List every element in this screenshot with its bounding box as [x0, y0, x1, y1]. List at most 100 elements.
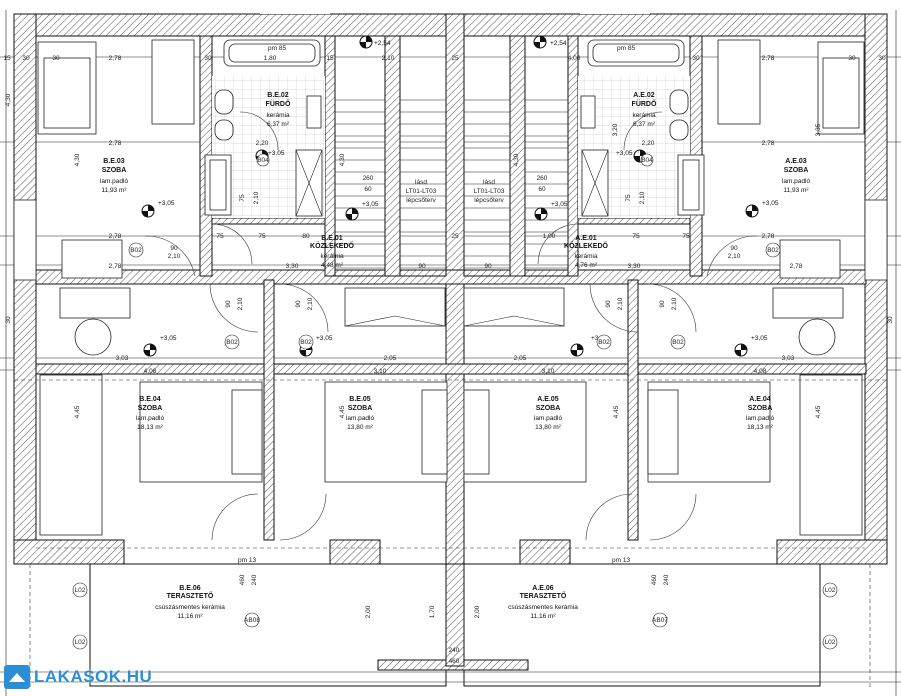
svg-text:4,45: 4,45 — [339, 405, 346, 418]
svg-text:+2,54: +2,54 — [374, 40, 391, 47]
svg-text:A.E.01: A.E.01 — [575, 235, 597, 242]
svg-text:SZOBA: SZOBA — [102, 167, 127, 174]
staircases — [334, 35, 569, 277]
svg-text:+3,05: +3,05 — [362, 201, 379, 208]
bottom-room-furniture — [39, 374, 863, 536]
svg-text:AB08: AB08 — [244, 617, 260, 624]
svg-text:B.E.05: B.E.05 — [349, 396, 371, 403]
svg-text:15: 15 — [326, 55, 334, 62]
svg-text:1,70: 1,70 — [429, 605, 436, 618]
svg-text:90: 90 — [605, 300, 612, 308]
svg-text:11,16 m²: 11,16 m² — [177, 613, 203, 620]
svg-text:18,13 m²: 18,13 m² — [137, 424, 163, 431]
svg-text:4,30: 4,30 — [513, 153, 520, 166]
parapet-notes: pm 85 pm 85 pm 13 pm 13 — [238, 45, 635, 564]
svg-text:90: 90 — [295, 300, 302, 308]
svg-text:lépcsőterv: lépcsőterv — [406, 197, 436, 204]
svg-text:TERASZTETŐ: TERASZTETŐ — [520, 591, 567, 600]
svg-text:75: 75 — [239, 194, 246, 202]
room-be03: B.E.03 SZOBA lam.padló 11,93 m² — [100, 158, 129, 194]
svg-text:2,78: 2,78 — [109, 263, 122, 270]
svg-text:75: 75 — [258, 233, 266, 240]
svg-text:1,00: 1,00 — [543, 233, 556, 240]
svg-text:240: 240 — [251, 574, 258, 585]
svg-text:2,00: 2,00 — [474, 605, 481, 618]
svg-text:lam.padló: lam.padló — [100, 178, 129, 185]
svg-text:2,10: 2,10 — [237, 297, 244, 310]
interior-walls — [35, 35, 867, 541]
svg-text:2,10: 2,10 — [382, 55, 395, 62]
svg-text:lásd: lásd — [483, 179, 495, 186]
svg-text:90: 90 — [659, 300, 666, 308]
svg-text:2,00: 2,00 — [365, 605, 372, 618]
svg-text:lam.padló: lam.padló — [782, 178, 811, 185]
svg-text:30: 30 — [848, 55, 856, 62]
door-window-tags: B04 B04 B02 B02 B02 B02 B02 B02 L02 L02 … — [72, 153, 838, 650]
room-be01: B.E.01 KÖZLEKEDŐ kerámia 4,48 m² — [310, 235, 355, 269]
svg-text:A.E.06: A.E.06 — [532, 585, 554, 592]
svg-text:+3,05: +3,05 — [762, 200, 779, 207]
svg-text:3,03: 3,03 — [116, 355, 129, 362]
svg-text:4,45: 4,45 — [613, 405, 620, 418]
svg-text:75: 75 — [625, 194, 632, 202]
svg-text:25: 25 — [451, 55, 459, 62]
svg-text:+3,05: +3,05 — [551, 201, 568, 208]
svg-text:pm 13: pm 13 — [612, 557, 630, 564]
svg-text:18,13 m²: 18,13 m² — [747, 424, 773, 431]
svg-text:1,80: 1,80 — [264, 55, 277, 62]
svg-text:B04: B04 — [641, 157, 653, 164]
top-room-furniture — [13, 39, 888, 281]
svg-text:KÖZLEKEDŐ: KÖZLEKEDŐ — [310, 241, 355, 250]
svg-text:75: 75 — [632, 233, 640, 240]
svg-text:6,37 m²: 6,37 m² — [267, 121, 290, 128]
svg-text:240: 240 — [449, 647, 460, 654]
terrace — [0, 379, 901, 690]
svg-text:30: 30 — [692, 55, 700, 62]
svg-text:2,10: 2,10 — [168, 253, 181, 260]
svg-text:2,20: 2,20 — [642, 140, 655, 147]
svg-text:460: 460 — [449, 658, 460, 665]
svg-text:KÖZLEKEDŐ: KÖZLEKEDŐ — [564, 241, 609, 250]
svg-text:2,78: 2,78 — [109, 140, 122, 147]
svg-text:SZOBA: SZOBA — [348, 405, 373, 412]
svg-text:2,10: 2,10 — [617, 297, 624, 310]
svg-text:240: 240 — [663, 574, 670, 585]
svg-text:3,10: 3,10 — [542, 368, 555, 375]
svg-text:+3,05: +3,05 — [316, 335, 333, 342]
svg-text:90: 90 — [418, 263, 426, 270]
lakasok-logo: LAKASOK.HU — [4, 662, 174, 692]
svg-text:B02: B02 — [130, 247, 142, 254]
svg-text:2,78: 2,78 — [109, 233, 122, 240]
dimension-labels: 15 30 30 2,78 30 1,80 15 2,10 25 4,00 30… — [3, 55, 886, 665]
svg-text:3,30: 3,30 — [628, 263, 641, 270]
level-markers — [141, 35, 759, 357]
svg-text:75: 75 — [682, 233, 690, 240]
exterior-walls — [13, 0, 888, 565]
svg-text:11,93 m²: 11,93 m² — [783, 187, 809, 194]
svg-text:3,03: 3,03 — [782, 355, 795, 362]
svg-text:90: 90 — [225, 300, 232, 308]
svg-text:B02: B02 — [767, 247, 779, 254]
svg-text:4,45: 4,45 — [74, 405, 81, 418]
svg-text:LT01-LT03: LT01-LT03 — [406, 188, 437, 195]
svg-text:csúszásmentes kerámia: csúszásmentes kerámia — [155, 604, 225, 611]
svg-text:B02: B02 — [300, 339, 312, 346]
svg-text:AB07: AB07 — [652, 617, 668, 624]
house-icon — [4, 665, 30, 689]
svg-text:SZOBA: SZOBA — [784, 167, 809, 174]
room-be02: B.E.02 FÜRDŐ kerámia 6,37 m² — [266, 92, 291, 128]
svg-text:13,80 m²: 13,80 m² — [347, 424, 373, 431]
svg-text:TERASZTETŐ: TERASZTETŐ — [167, 591, 214, 600]
svg-text:75: 75 — [216, 233, 224, 240]
svg-text:B02: B02 — [226, 339, 238, 346]
svg-text:lam.padló: lam.padló — [746, 415, 775, 422]
room-be05: B.E.05 SZOBA lam.padló 13,80 m² — [346, 396, 375, 431]
svg-text:A.E.03: A.E.03 — [785, 158, 807, 165]
svg-text:60: 60 — [538, 186, 546, 193]
svg-text:6,37 m²: 6,37 m² — [633, 121, 656, 128]
room-ae03: A.E.03 SZOBA lam.padló 11,93 m² — [782, 158, 811, 194]
svg-text:kerámia: kerámia — [320, 253, 344, 260]
room-ae02: A.E.02 FÜRDŐ kerámia 6,37 m² — [632, 92, 657, 128]
svg-text:+3,05: +3,05 — [616, 150, 633, 157]
svg-text:lépcsőterv: lépcsőterv — [474, 197, 504, 204]
